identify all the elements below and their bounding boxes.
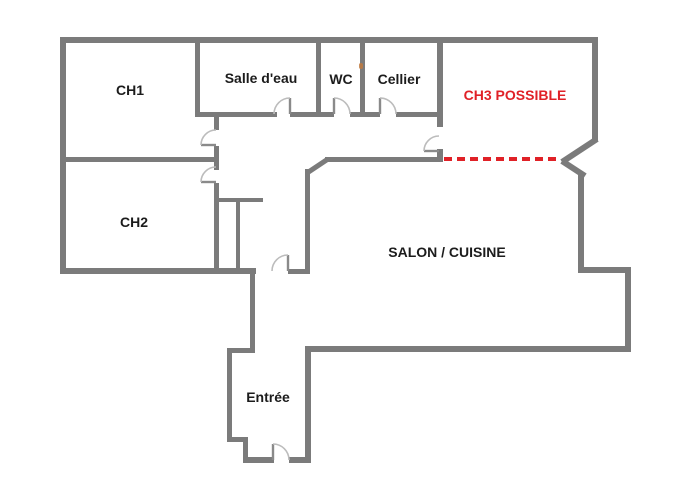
wall-ch1-right [195,42,200,117]
wall-ch3-left-upper [437,42,443,127]
room-label-wc: WC [329,71,353,87]
door-cellier [378,97,397,115]
wall-ch2-bottom [60,268,256,274]
door-entree [271,443,290,461]
artifact-dot [359,63,363,69]
room-label-entree: Entrée [246,389,290,405]
room-label-salle-deau: Salle d'eau [224,70,298,86]
wall-right-step [578,267,631,273]
wall-hall-bottom [325,157,443,162]
wall-diagonal-right-notch-upper [560,136,599,165]
room-label-ch3-possible: CH3 POSSIBLE [463,87,567,103]
wall-left [60,37,66,274]
wall-entree-step-v [243,437,248,463]
wall-entree-left [227,348,232,442]
room-label-salon-cuisine: SALON / CUISINE [388,244,506,260]
door-ch2 [200,166,217,184]
wall-toprow-bottom-3 [350,112,380,117]
wall-toprow-bottom-4 [396,112,443,117]
wall-corridor-left [250,272,255,353]
door-wc [332,97,351,115]
room-label-ch2: CH2 [119,214,148,230]
wall-hall-left-1 [214,112,219,130]
wall-right-lower [625,267,631,352]
wall-corridor-right [305,169,310,273]
room-label-ch1: CH1 [115,82,144,98]
wall-entree-bottom-left [243,457,274,463]
wall-diagonal-hall-corner [305,156,330,176]
door-hall-corridor [271,254,290,272]
room-label-cellier: Cellier [377,71,421,87]
wall-entree-step-h [227,437,248,442]
door-ch3 [423,135,440,153]
wall-toprow-bottom-1 [195,112,277,117]
wall-salle-wc-divider [316,42,321,117]
wall-hall-stub [288,269,310,274]
wall-toprow-bottom-2 [290,112,334,117]
wall-entree-right [305,346,311,463]
wall-salon-bottom [305,346,631,352]
wall-entree-bottom-right [289,457,311,463]
wall-right-mid [578,172,584,272]
wall-entree-top-step [227,348,255,353]
wall-right-upper [592,37,598,141]
door-salle-deau [273,97,292,115]
wall-closet-right [236,198,240,272]
wall-diagonal-right-notch-lower [560,158,587,179]
wall-wc-cellier-divider [360,42,365,117]
wall-ch1-ch2-divider [60,157,219,162]
door-ch1 [200,129,217,147]
wall-hall-left-3 [214,183,219,273]
wall-top [60,37,598,43]
wall-ch3-left-lower [437,149,443,162]
